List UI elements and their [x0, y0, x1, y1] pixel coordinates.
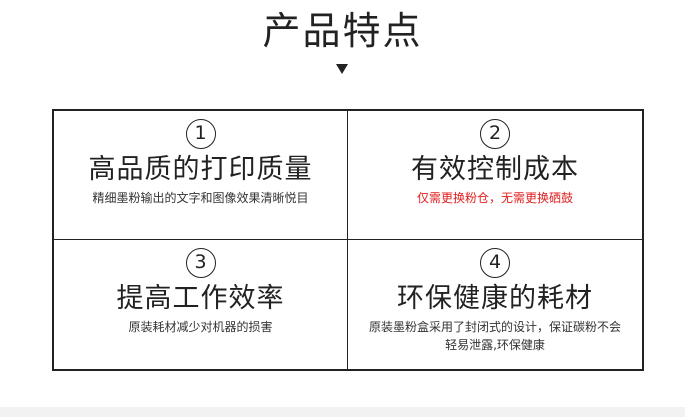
number-badge-4: 4 — [480, 248, 510, 278]
bottom-divider — [0, 407, 685, 417]
down-arrow-icon — [336, 64, 348, 74]
feature-card-4: 4 环保健康的耗材 原装墨粉盒采用了封闭式的设计，保证碳粉不会轻易泄露,环保健康 — [348, 240, 642, 369]
feature-desc-4: 原装墨粉盒采用了封闭式的设计，保证碳粉不会轻易泄露,环保健康 — [368, 320, 621, 352]
feature-card-2: 2 有效控制成本 仅需更换粉仓，无需更换硒鼓 — [348, 111, 642, 240]
feature-card-1: 1 高品质的打印质量 精细墨粉输出的文字和图像效果清晰悦目 — [54, 111, 348, 240]
number-badge-1: 1 — [185, 119, 216, 149]
feature-title-2: 有效控制成本 — [411, 154, 579, 185]
number-badge-2: 2 — [480, 119, 510, 149]
feature-desc-2: 仅需更换粉仓，无需更换硒鼓 — [416, 191, 573, 205]
page-title: 产品特点 — [262, 9, 423, 53]
feature-title-3: 提高工作效率 — [116, 283, 285, 314]
feature-desc-1: 精细墨粉输出的文字和图像效果清晰悦目 — [92, 191, 309, 205]
feature-card-3: 3 提高工作效率 原装耗材减少对机器的损害 — [54, 240, 348, 369]
feature-title-4: 环保健康的耗材 — [397, 283, 593, 314]
feature-title-1: 高品质的打印质量 — [88, 154, 313, 185]
feature-desc-3: 原装耗材减少对机器的损害 — [128, 320, 273, 334]
features-grid: 1 高品质的打印质量 精细墨粉输出的文字和图像效果清晰悦目 2 有效控制成本 仅… — [52, 109, 644, 371]
number-badge-3: 3 — [185, 248, 216, 278]
